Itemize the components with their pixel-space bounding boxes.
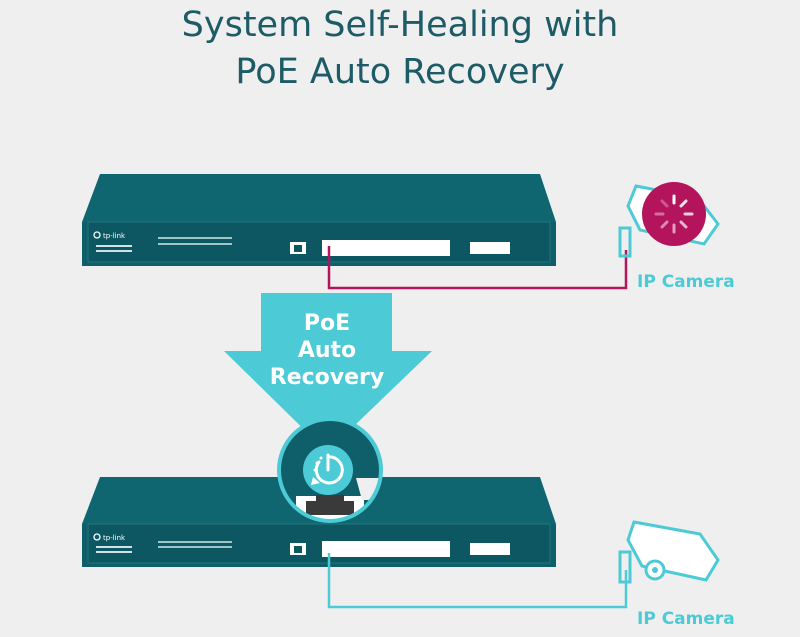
svg-text:PoE: PoE xyxy=(304,311,350,336)
svg-text:Auto: Auto xyxy=(298,338,356,363)
camera-top-label: IP Camera xyxy=(637,272,735,292)
tp-link-logo-icon: tp-link xyxy=(93,231,126,240)
title-line-2: PoE Auto Recovery xyxy=(235,52,565,92)
svg-text:Recovery: Recovery xyxy=(270,365,384,390)
poe-recovery-arrow: PoE Auto Recovery xyxy=(224,293,432,452)
svg-text:tp-link: tp-link xyxy=(103,232,126,240)
switch-bottom: tp-link xyxy=(82,477,556,567)
power-recovery-icon xyxy=(303,445,353,495)
port-magnifier xyxy=(277,417,383,523)
svg-text:tp-link: tp-link xyxy=(103,534,126,542)
camera-icon xyxy=(618,520,720,584)
camera-bottom-label: IP Camera xyxy=(637,609,735,629)
camera-icon xyxy=(618,182,720,258)
loading-spinner-icon xyxy=(642,182,706,246)
cable-fault xyxy=(327,246,628,290)
page-title: System Self-Healing with PoE Auto Recove… xyxy=(0,2,800,96)
title-line-1: System Self-Healing with xyxy=(181,5,619,45)
tp-link-logo-icon: tp-link xyxy=(93,533,126,542)
cable-ok xyxy=(327,553,628,609)
switch-top: tp-link xyxy=(82,174,556,266)
